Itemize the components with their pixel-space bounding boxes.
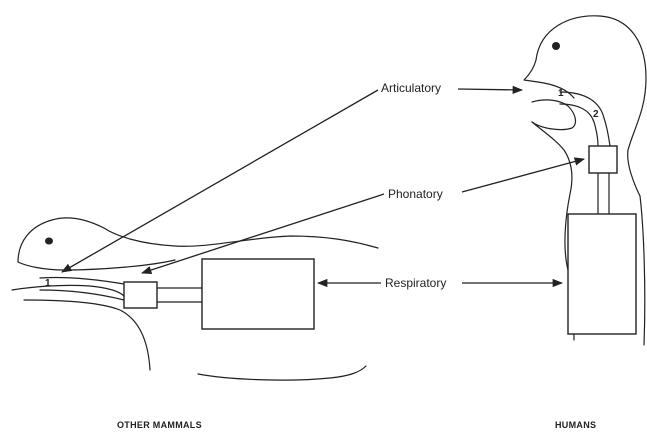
mammal-tract-lower: [40, 290, 124, 300]
human-larynx-box: [589, 146, 617, 173]
caption-humans: HUMANS: [555, 420, 596, 430]
caption-other-mammals: OTHER MAMMALS: [117, 420, 202, 430]
mammal-eye: [45, 238, 53, 245]
human-tract-number-1: 1: [558, 88, 564, 99]
human-tract-outer: [560, 92, 610, 146]
mammal-belly: [198, 366, 366, 380]
label-phonatory: Phonatory: [388, 187, 443, 201]
human-figure: 1 2: [524, 16, 646, 345]
mammal-tract-upper: [40, 277, 124, 284]
label-articulatory: Articulatory: [381, 81, 441, 95]
mammal-throat: [24, 300, 150, 370]
mammal-upper-jaw: [18, 260, 175, 270]
human-eye: [552, 42, 560, 50]
mammal-tract-number-1: 1: [45, 278, 51, 289]
human-mouth: [538, 82, 574, 98]
human-tract-number-2: 2: [593, 109, 599, 120]
arrow-articulatory-human: [458, 89, 522, 90]
label-respiratory: Respiratory: [385, 276, 446, 290]
human-back: [640, 196, 645, 345]
mammal-larynx-box: [124, 282, 157, 308]
arrow-articulatory-mammal: [62, 90, 378, 272]
mammal-lung-box: [202, 259, 314, 329]
human-lung-box: [568, 214, 636, 334]
human-face: [524, 60, 538, 82]
arrow-phonatory-human: [462, 159, 584, 192]
mammal-figure: 1: [12, 218, 378, 380]
